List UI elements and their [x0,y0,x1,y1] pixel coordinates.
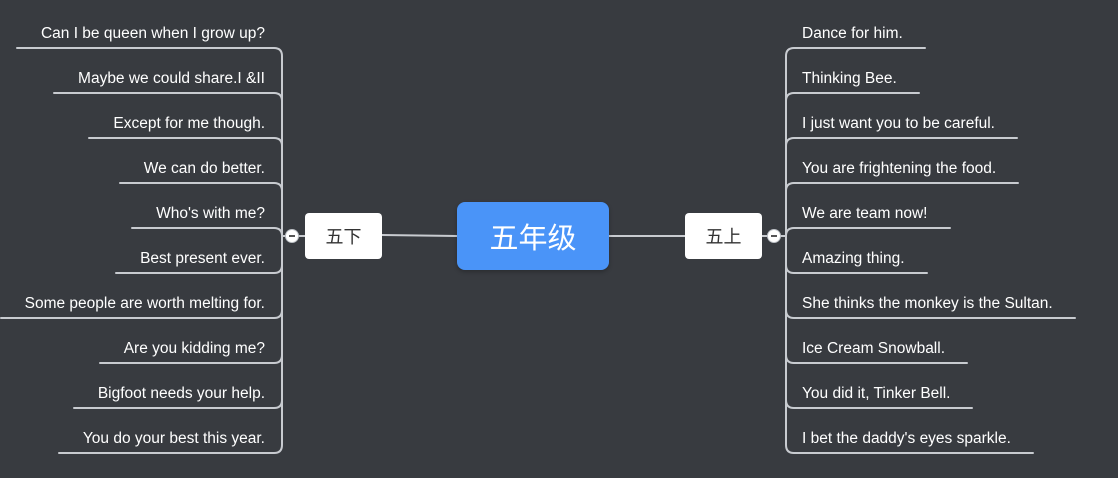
connector-leaf-left-3 [88,137,283,237]
connector-central-left [381,234,458,237]
connector-leaf-right-4 [785,182,1019,237]
leaf-topic-left-1[interactable]: Can I be queen when I grow up? [40,25,265,42]
leaf-topic-left-3[interactable]: Except for me though. [113,115,265,132]
leaf-topic-left-2[interactable]: Maybe we could share.I &II [78,70,265,87]
leaf-topic-right-6[interactable]: Amazing thing. [802,250,905,267]
connector-leaf-left-10 [58,235,283,454]
connector-leaf-right-3 [785,137,1018,237]
leaf-topic-left-6[interactable]: Best present ever. [140,250,265,267]
leaf-topic-left-9[interactable]: Bigfoot needs your help. [97,385,265,402]
leaf-topic-left-10[interactable]: You do your best this year. [82,430,265,447]
leaf-topic-right-9[interactable]: You did it, Tinker Bell. [802,385,951,402]
leaf-topic-right-2[interactable]: Thinking Bee. [802,70,897,87]
leaf-topic-right-8[interactable]: Ice Cream Snowball. [802,340,946,357]
leaf-topic-right-4[interactable]: You are frightening the food. [802,160,997,177]
connector-leaf-right-1 [785,47,926,237]
branch-topic-right[interactable]: 五上 [685,213,762,259]
leaf-topic-right-1[interactable]: Dance for him. [802,25,903,42]
branch-topic-left[interactable]: 五下 [305,213,382,259]
connector-leaf-left-1 [16,47,283,237]
leaf-topic-left-4[interactable]: We can do better. [143,160,265,177]
leaf-topic-left-8[interactable]: Are you kidding me? [123,340,265,357]
leaf-topic-right-10[interactable]: I bet the daddy's eyes sparkle. [802,430,1011,447]
connector-leaf-left-2 [53,92,283,237]
collapse-left-icon[interactable] [285,229,299,243]
central-topic[interactable]: 五年级 [457,202,609,270]
connector-leaf-left-4 [119,182,283,237]
connector-leaf-left-5 [131,227,283,237]
leaf-topic-left-7[interactable]: Some people are worth melting for. [24,295,265,312]
connector-leaf-right-5 [785,227,951,237]
leaf-topic-right-5[interactable]: We are team now! [802,205,928,222]
leaf-topic-left-5[interactable]: Who's with me? [156,205,265,222]
leaf-topic-right-7[interactable]: She thinks the monkey is the Sultan. [802,295,1053,312]
connector-leaf-right-10 [785,235,1034,454]
collapse-right-icon[interactable] [767,229,781,243]
connector-leaf-right-2 [785,92,920,237]
leaf-topic-right-3[interactable]: I just want you to be careful. [802,115,995,132]
